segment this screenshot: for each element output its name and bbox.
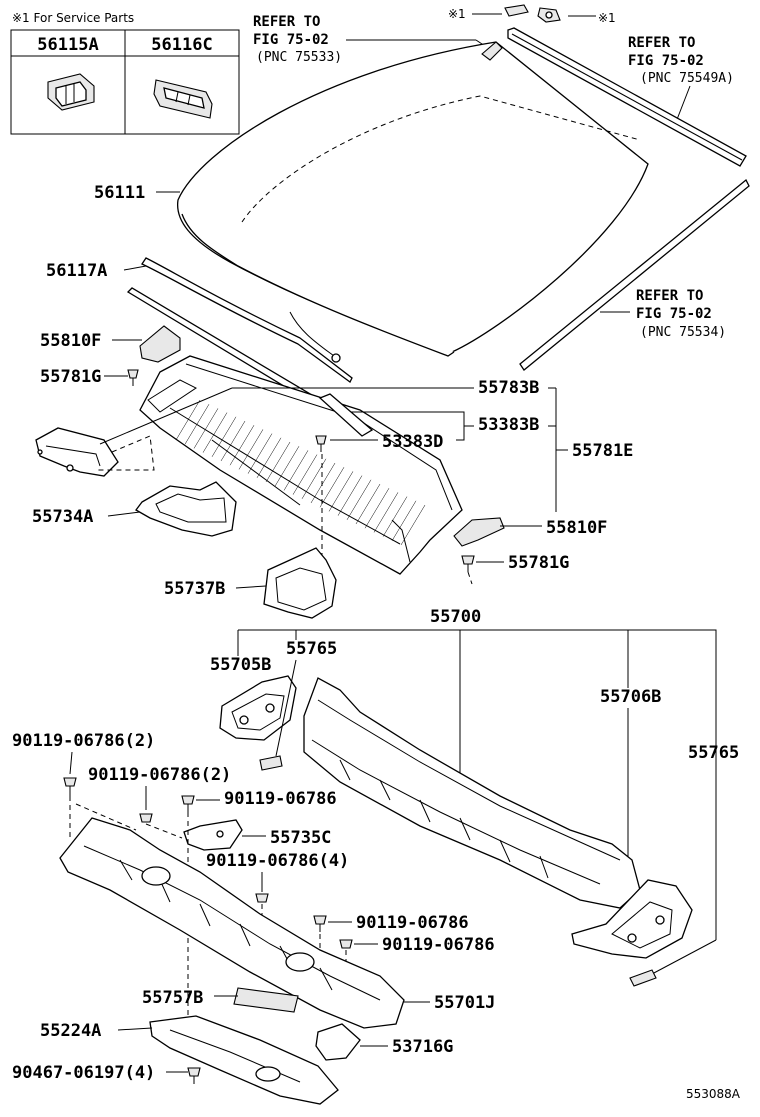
- label-55810f-upper: 55810F: [40, 331, 101, 351]
- clip-part-small-2: [537, 7, 561, 23]
- service-parts-table: 56115A 56116C: [10, 29, 240, 135]
- bolt-90119-06786-d: [255, 893, 269, 903]
- label-55781g-lower: 55781G: [508, 553, 569, 573]
- label-55735c: 55735C: [270, 828, 331, 848]
- diagram-id: 553088A: [686, 1087, 741, 1101]
- label-55781e: 55781E: [572, 441, 633, 461]
- label-56111: 56111: [94, 183, 145, 203]
- bracket-55810f-left: [139, 325, 181, 363]
- label-55765-upper: 55765: [286, 639, 337, 659]
- bolt-90119-06786-e: [313, 915, 327, 932]
- svg-text:FIG 75-02: FIG 75-02: [628, 53, 704, 69]
- clip-56115a-drawing: [47, 73, 95, 111]
- pad-55765-left: [259, 755, 283, 771]
- svg-text:FIG 75-02: FIG 75-02: [253, 32, 329, 48]
- windshield-glass: [176, 41, 649, 363]
- label-bolt-6: 90119-06786: [382, 935, 495, 955]
- label-55781g-upper: 55781G: [40, 367, 101, 387]
- label-55705b: 55705B: [210, 655, 271, 675]
- label-55734a: 55734A: [32, 507, 93, 527]
- louver-end-piece-left: [35, 427, 119, 477]
- bolt-90119-06786-c: [181, 795, 195, 812]
- side-moulding: [519, 178, 750, 371]
- label-55701j: 55701J: [434, 993, 495, 1013]
- side-bracket-55705b: [219, 675, 297, 741]
- label-55700: 55700: [430, 607, 481, 627]
- label-bolt-3: 90119-06786: [224, 789, 337, 809]
- side-bracket-55706b: [571, 879, 693, 959]
- label-clip-90467: 90467-06197(4): [12, 1063, 155, 1083]
- label-bolt-5: 90119-06786: [356, 913, 469, 933]
- service-part-code-1: 56115A: [37, 35, 98, 55]
- marker-left: ※1: [448, 7, 466, 21]
- service-part-code-2: 56116C: [151, 35, 212, 55]
- label-bolt-2: 90119-06786(2): [88, 765, 231, 785]
- gasket-55734a: [135, 481, 237, 537]
- bolt-90119-06786-b: [139, 813, 153, 823]
- upper-moulding: [507, 27, 747, 167]
- bolt-90119-06786-f: [339, 939, 353, 949]
- label-55810f-lower: 55810F: [546, 518, 607, 538]
- svg-text:REFER TO: REFER TO: [628, 35, 695, 51]
- svg-text:(PNC 75533): (PNC 75533): [256, 50, 342, 65]
- label-56117a: 56117A: [46, 261, 107, 281]
- clip-56116c-drawing: [153, 79, 213, 119]
- bolt-90119-06786-a: [63, 777, 77, 796]
- bracket-53716g: [315, 1023, 361, 1061]
- pad-55765-right: [629, 969, 657, 987]
- label-53716g: 53716G: [392, 1037, 453, 1057]
- label-53383d: 53383D: [382, 432, 443, 452]
- cowl-panel-55700: [303, 677, 641, 909]
- bracket-55735c: [183, 819, 243, 851]
- svg-text:REFER TO: REFER TO: [636, 288, 703, 304]
- label-55765-lower: 55765: [688, 743, 739, 763]
- marker-right: ※1: [598, 11, 616, 25]
- reference-note-1: REFER TO FIG 75-02 (PNC 75533): [253, 14, 342, 65]
- svg-text:(PNC 75549A): (PNC 75549A): [640, 71, 734, 86]
- bracket-55810f-right: [453, 517, 505, 547]
- service-note: ※1 For Service Parts: [12, 11, 134, 25]
- label-55783b: 55783B: [478, 378, 539, 398]
- panel-55737b: [263, 547, 337, 619]
- svg-text:REFER TO: REFER TO: [253, 14, 320, 30]
- clip-90467-06197: [187, 1067, 201, 1084]
- svg-text:FIG 75-02: FIG 75-02: [636, 306, 712, 322]
- clip-53383d: [315, 435, 327, 452]
- svg-text:(PNC 75534): (PNC 75534): [640, 325, 726, 340]
- screw-55781g-right: [461, 555, 475, 572]
- label-55706b: 55706B: [600, 687, 661, 707]
- screw-55781g-left: [127, 369, 139, 386]
- reference-note-2: REFER TO FIG 75-02 (PNC 75549A): [628, 35, 734, 86]
- mirror-mount-part: [481, 41, 503, 61]
- reference-note-3: REFER TO FIG 75-02 (PNC 75534): [636, 288, 726, 340]
- label-55224a: 55224A: [40, 1021, 101, 1041]
- cowl-panel-55701j: [59, 817, 405, 1029]
- plate-55224a: [149, 1015, 339, 1105]
- seal-53383: [318, 393, 374, 437]
- louver-mesh: [175, 399, 426, 546]
- label-53383b: 53383B: [478, 415, 539, 435]
- pad-55757b: [233, 987, 299, 1013]
- label-bolt-1: 90119-06786(2): [12, 731, 155, 751]
- label-55737b: 55737B: [164, 579, 225, 599]
- clip-part-small-1: [504, 4, 529, 17]
- label-bolt-4: 90119-06786(4): [206, 851, 349, 871]
- label-55757b: 55757B: [142, 988, 203, 1008]
